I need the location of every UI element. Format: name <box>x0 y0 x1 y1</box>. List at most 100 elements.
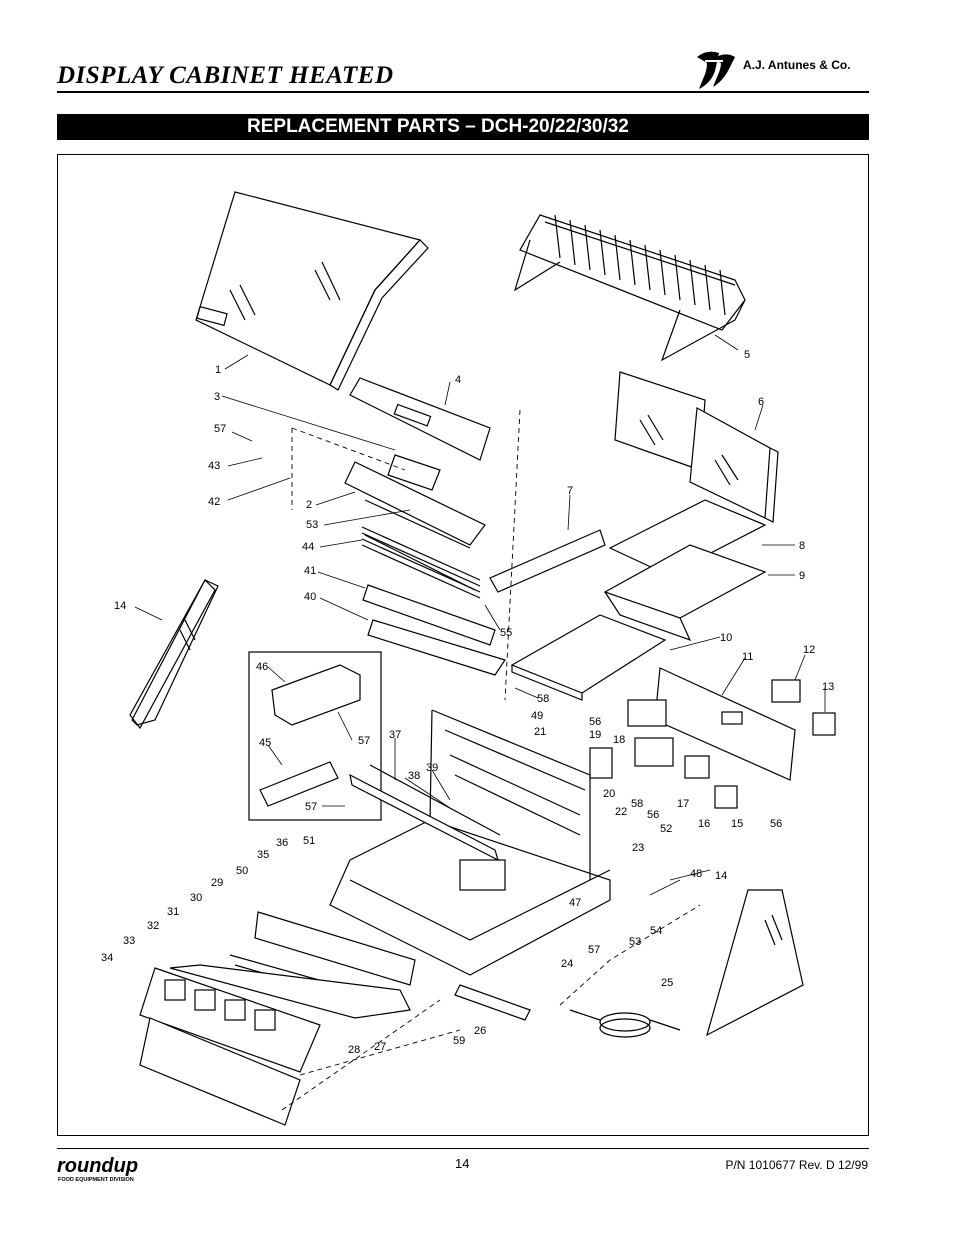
callout: 41 <box>304 565 316 577</box>
part-reflector <box>362 584 506 676</box>
callout: 8 <box>799 540 805 552</box>
antunes-logo <box>697 51 735 89</box>
footer-rule <box>57 1148 869 1149</box>
part-drip-pan <box>603 544 767 642</box>
callout: 54 <box>650 925 662 937</box>
callout: 44 <box>302 541 314 553</box>
callout: 2 <box>306 499 312 511</box>
header-rule <box>57 91 869 93</box>
callout: 28 <box>348 1044 360 1056</box>
part-lamp-assembly <box>169 911 416 1019</box>
callout: 53 <box>629 936 641 948</box>
part-main-body <box>329 709 611 976</box>
part-switches <box>589 679 836 809</box>
callout: 36 <box>276 837 288 849</box>
callout: 57 <box>305 801 317 813</box>
part-end-panel-left <box>129 579 219 730</box>
part-power-cord <box>569 1009 681 1038</box>
callout: 9 <box>799 570 805 582</box>
part-front-frames <box>139 967 321 1126</box>
callout: 47 <box>569 897 581 909</box>
callout: 50 <box>236 865 248 877</box>
callout: 56 <box>647 809 659 821</box>
callout: 12 <box>803 644 815 656</box>
part-perforated-tray <box>608 499 767 576</box>
callout: 23 <box>632 842 644 854</box>
roundup-logo: roundup FOOD EQUIPMENT DIVISION <box>57 1155 138 1183</box>
callout: 18 <box>613 734 625 746</box>
callout-labels: 1 3 4 5 6 57 43 42 2 53 44 41 40 7 8 9 1… <box>101 349 834 1056</box>
part-inset-box <box>248 651 382 821</box>
callout: 4 <box>455 374 461 386</box>
callout: 46 <box>256 661 268 673</box>
section-banner: REPLACEMENT PARTS – DCH-20/22/30/32 <box>57 114 869 140</box>
callout: 17 <box>677 798 689 810</box>
callout: 6 <box>758 396 764 408</box>
callout: 52 <box>660 823 672 835</box>
callout: 30 <box>190 892 202 904</box>
callout: 29 <box>211 877 223 889</box>
callout: 10 <box>720 632 732 644</box>
callout: 58 <box>537 693 549 705</box>
callout: 51 <box>303 835 315 847</box>
callout: 48 <box>690 868 702 880</box>
callout: 57 <box>214 423 226 435</box>
part-rails <box>349 764 501 862</box>
callout: 32 <box>147 920 159 932</box>
callout: 55 <box>500 627 512 639</box>
callout: 21 <box>534 726 546 738</box>
part-side-glass <box>614 371 779 523</box>
callout: 3 <box>214 391 220 403</box>
callout: 39 <box>426 762 438 774</box>
part-wire-rack <box>513 214 746 362</box>
part-bottom-strip <box>454 984 531 1021</box>
part-perforated-strip <box>489 529 606 593</box>
callout: 5 <box>744 349 750 361</box>
callout: 14 <box>715 870 727 882</box>
part-heating-element <box>361 526 481 599</box>
document-part-number: P/N 1010677 Rev. D 12/99 <box>725 1158 868 1172</box>
callout: 25 <box>661 977 673 989</box>
brand-wordmark: roundup <box>57 1155 138 1177</box>
brand-subline: FOOD EQUIPMENT DIVISION <box>58 1177 134 1183</box>
callout: 19 <box>589 729 601 741</box>
callout: 24 <box>561 958 573 970</box>
company-name: A.J. Antunes & Co. <box>743 58 851 72</box>
callout: 7 <box>567 485 573 497</box>
page-number: 14 <box>455 1156 470 1171</box>
callout: 53 <box>306 519 318 531</box>
callout: 15 <box>731 818 743 830</box>
callout: 31 <box>167 906 179 918</box>
part-top-cover <box>195 191 429 391</box>
callout: 26 <box>474 1025 486 1037</box>
callout: 27 <box>374 1041 386 1053</box>
callout: 20 <box>603 788 615 800</box>
part-light-bracket <box>344 454 486 591</box>
callout: 35 <box>257 849 269 861</box>
callout: 56 <box>770 818 782 830</box>
callout: 42 <box>208 496 220 508</box>
callout: 38 <box>408 770 420 782</box>
part-base-plate <box>510 614 667 701</box>
callout: 56 <box>589 716 601 728</box>
page-title: DISPLAY CABINET HEATED <box>57 62 394 89</box>
callout: 58 <box>631 798 643 810</box>
callout: 40 <box>304 591 316 603</box>
callout: 33 <box>123 935 135 947</box>
callout: 22 <box>615 806 627 818</box>
callout: 45 <box>259 737 271 749</box>
callout: 37 <box>389 729 401 741</box>
callout: 57 <box>358 735 370 747</box>
callout: 57 <box>588 944 600 956</box>
callout: 34 <box>101 952 113 964</box>
diagram-frame <box>57 154 869 1136</box>
callout: 14 <box>114 600 126 612</box>
callout: 1 <box>215 364 221 376</box>
callout: 16 <box>698 818 710 830</box>
part-end-panel-right <box>706 889 804 1037</box>
callout: 11 <box>742 651 753 663</box>
callout: 43 <box>208 460 220 472</box>
callout: 13 <box>822 681 834 693</box>
callout: 49 <box>531 710 543 722</box>
